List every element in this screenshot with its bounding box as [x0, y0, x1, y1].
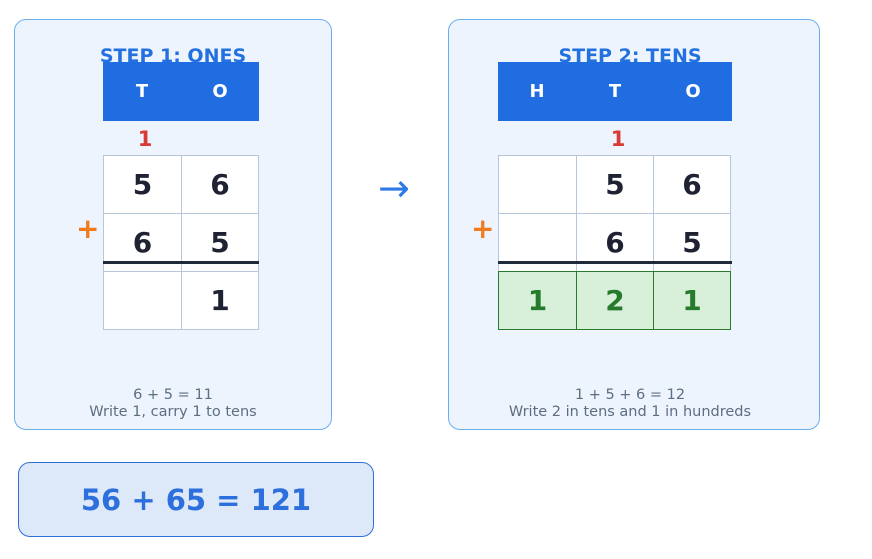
header-hundreds: H	[529, 81, 545, 102]
step1-note-line1: 6 + 5 = 11	[133, 387, 213, 403]
right-arrow-icon: →	[378, 166, 410, 210]
step2-result-tens: 2	[576, 271, 654, 330]
step1-row1-ones: 6	[181, 155, 259, 214]
step2-place-value-header: H T O	[498, 62, 732, 121]
header-ones: O	[685, 81, 701, 102]
step2-note: 1 + 5 + 6 = 12 Write 2 in tens and 1 in …	[448, 387, 812, 421]
final-equation: 56 + 65 = 121	[18, 462, 374, 537]
step2-result-ones: 1	[653, 271, 731, 330]
header-tens: T	[135, 81, 149, 102]
step1-note-line2: Write 1, carry 1 to tens	[89, 404, 257, 420]
step1-result-tens	[103, 271, 182, 330]
step2-carry-digit: 1	[610, 127, 626, 151]
step1-result-ones: 1	[181, 271, 259, 330]
step2-row1-ones: 6	[653, 155, 731, 214]
header-tens: T	[608, 81, 622, 102]
header-ones: O	[212, 81, 228, 102]
step1-title: STEP 1: ONES	[99, 45, 247, 67]
step1-place-value-header: T O	[103, 62, 259, 121]
step2-title: STEP 2: TENS	[558, 45, 702, 67]
step2-sum-line	[498, 261, 732, 264]
step1-plus-sign: +	[76, 212, 100, 245]
step1-sum-line	[103, 261, 259, 264]
step1-note: 6 + 5 = 11 Write 1, carry 1 to tens	[14, 387, 332, 421]
step2-plus-sign: +	[471, 212, 495, 245]
step2-note-line1: 1 + 5 + 6 = 12	[574, 387, 686, 403]
step1-carry-digit: 1	[137, 127, 153, 151]
step2-row1-tens: 5	[576, 155, 654, 214]
step2-note-line2: Write 2 in tens and 1 in hundreds	[508, 404, 752, 420]
step2-row1-hundreds	[498, 155, 577, 214]
step2-result-hundreds: 1	[498, 271, 577, 330]
step1-row1-tens: 5	[103, 155, 182, 214]
